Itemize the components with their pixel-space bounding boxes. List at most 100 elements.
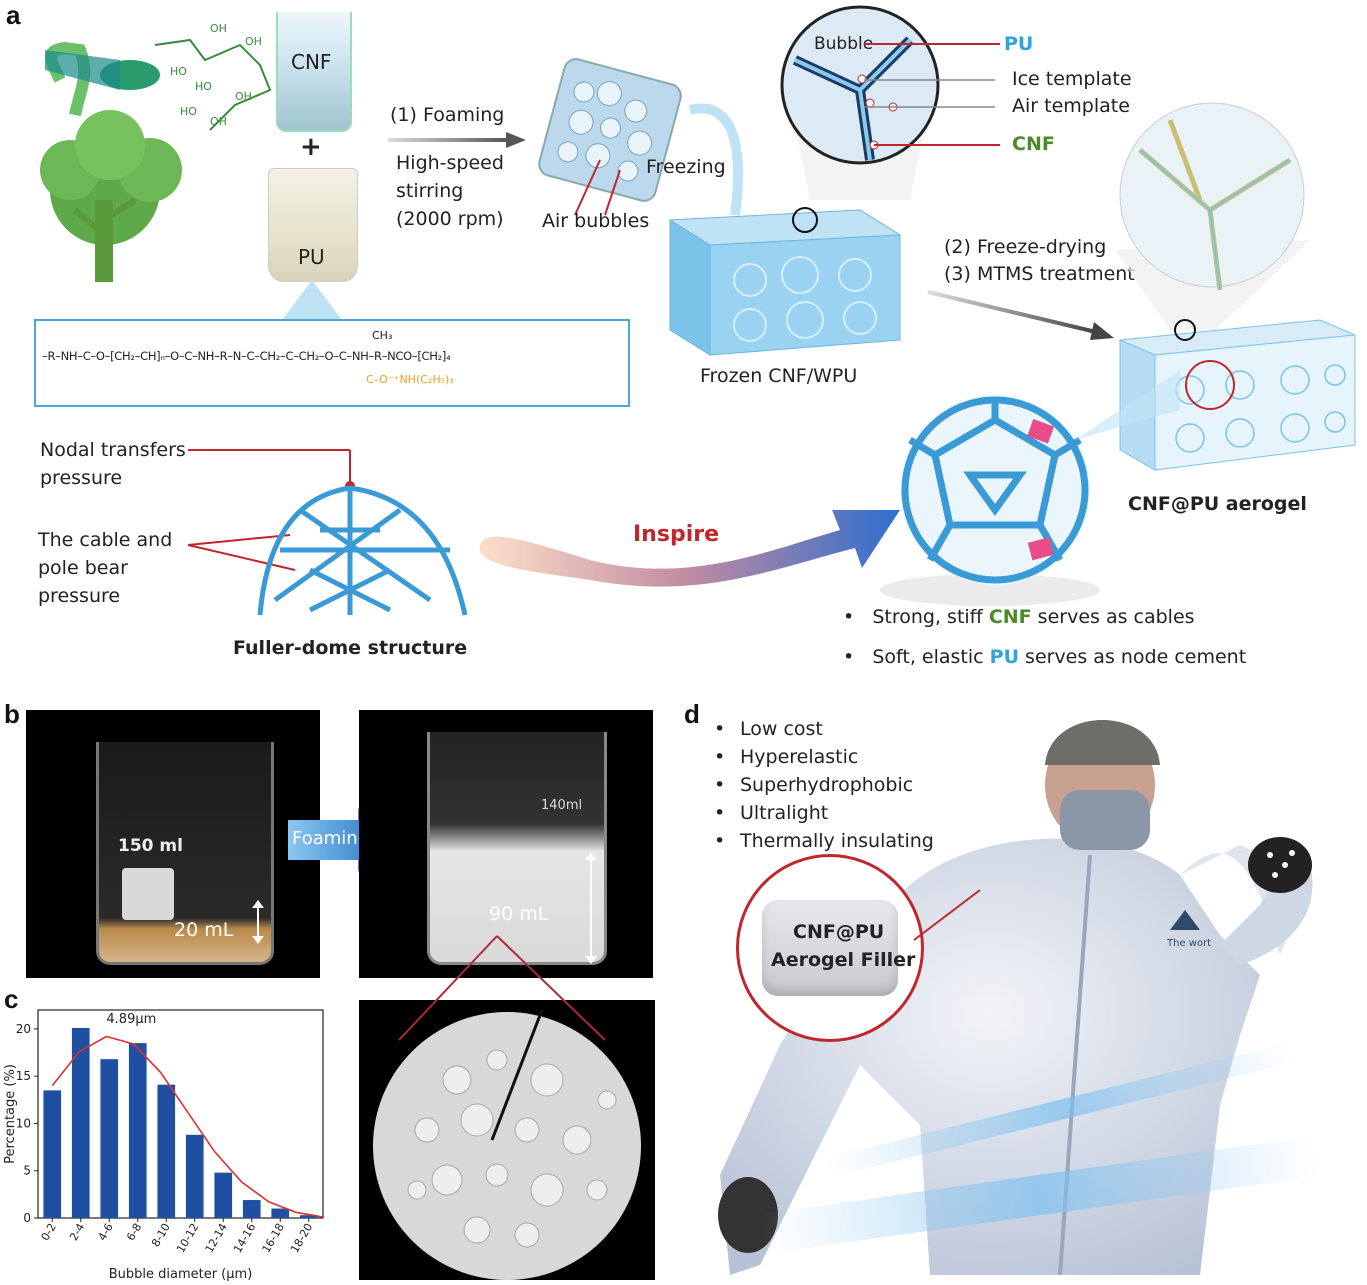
step3-label: (3) MTMS treatment [944, 263, 1135, 285]
fuller-label: Fuller-dome structure [233, 637, 468, 659]
pu-beaker-label: PU [298, 245, 325, 269]
bullet-cnf: • Strong, stiff CNF serves as cables [843, 606, 1195, 628]
beaker-after [427, 732, 607, 965]
vol-before-arrow [252, 900, 264, 944]
svg-text:OH: OH [245, 35, 262, 48]
sphere-zoom-cone [1075, 370, 1180, 440]
inspire-label: Inspire [633, 522, 720, 547]
frozen-label: Frozen CNF/WPU [700, 365, 858, 387]
y-axis-label: Percentage (%) [3, 1064, 18, 1164]
legend-pu: PU [1004, 33, 1034, 55]
pu-formula-main: –R–NH–C–O–[CH₂–CH]ₙ–O–C–NH–R–N–C–CH₂–C–C… [42, 349, 451, 363]
nodal-line1: Nodal transfers [40, 439, 186, 461]
x-tick-label: 18-20 [288, 1221, 315, 1255]
filler-line1: CNF@PU [793, 921, 885, 943]
x-tick-label: 12-14 [203, 1221, 230, 1255]
tree-illustration [40, 41, 182, 282]
cellulose-chain: OH OH HO HO OH HO OH [154, 22, 272, 131]
svg-text:OH: OH [210, 115, 227, 128]
bullet2-key: PU [989, 646, 1019, 668]
bar [43, 1090, 62, 1218]
svg-text:HO: HO [170, 65, 187, 78]
cnf-beaker [276, 12, 352, 132]
bar [157, 1084, 176, 1218]
aerogel-label: CNF@PU aerogel [1128, 493, 1307, 515]
bullet1-key: CNF [988, 606, 1032, 628]
fuller-dome [187, 449, 468, 616]
plus-sign: + [300, 132, 322, 162]
freezing-label: Freezing [646, 156, 726, 178]
feature-item: Low cost [714, 715, 934, 743]
bar [128, 1043, 147, 1218]
bullet2-pre: Soft, elastic [872, 646, 990, 668]
plot-frame [37, 1009, 324, 1219]
x-tick-label: 4-6 [96, 1221, 116, 1243]
vol-before: 20 mL [174, 919, 234, 941]
bar [100, 1059, 119, 1218]
x-tick-label: 8-10 [149, 1221, 173, 1249]
bullet1-post: serves as cables [1031, 606, 1195, 628]
step23-arrow [927, 290, 1114, 340]
beaker-before-vol: 150 ml [118, 836, 183, 856]
jacket-brand: The wort [1167, 938, 1212, 949]
air-bubbles-label: Air bubbles [542, 210, 650, 232]
features-list: Low cost Hyperelastic Superhydrophobic U… [714, 715, 934, 855]
bar [214, 1172, 233, 1218]
panel-label-a: a [6, 0, 21, 30]
panel-label-c: c [4, 984, 19, 1014]
filler-line2: Aerogel Filler [771, 949, 916, 971]
aerogel-filler-inset: CNF@PU Aerogel Filler [736, 854, 924, 1042]
svg-text:OH: OH [235, 90, 252, 103]
bar [271, 1208, 290, 1218]
x-tick-label: 6-8 [124, 1221, 144, 1243]
step2-label: (2) Freeze-drying [944, 236, 1107, 258]
legend-cnf: CNF [1012, 133, 1055, 155]
stirring-line3: (2000 rpm) [396, 208, 504, 230]
pu-formula-box: –R–NH–C–O–[CH₂–CH]ₙ–O–C–NH–R–N–C–CH₂–C–C… [34, 319, 630, 407]
feature-item: Thermally insulating [714, 827, 934, 855]
feature-item: Superhydrophobic [714, 771, 934, 799]
frozen-block [668, 207, 902, 356]
aerogel-zoom [1115, 102, 1310, 330]
fit-peak-label: 4.89μm [106, 1012, 156, 1027]
pu-formula-side-bottom: C–O⁻⁺NH(C₂H₅)₃ [366, 373, 454, 386]
x-tick-label: 14-16 [231, 1221, 258, 1255]
vol-after-arrow [585, 852, 597, 964]
bullet-pu: • Soft, elastic PU serves as node cement [843, 646, 1246, 668]
y-tick-label: 5 [23, 1164, 31, 1178]
bar [242, 1200, 261, 1218]
cable-line3: pressure [38, 585, 121, 607]
y-tick-label: 15 [16, 1069, 31, 1083]
cable-line2: pole bear [38, 557, 128, 579]
step1-label: (1) Foaming [390, 104, 505, 126]
microscope-image [359, 935, 655, 1280]
beaker-after-vol: 140ml [541, 798, 583, 813]
foaming-label: Foaming [292, 828, 370, 849]
bubble-label: Bubble [814, 34, 874, 54]
x-tick-label: 2-4 [67, 1221, 87, 1243]
x-tick-label: 10-12 [174, 1221, 201, 1255]
fit-curve [51, 1035, 324, 1218]
cable-line1: The cable and [38, 529, 173, 551]
bubble-zoom [780, 5, 940, 200]
legend-ice: Ice template [1012, 68, 1132, 90]
y-tick-label: 0 [23, 1211, 31, 1225]
bullet-dot: • [843, 606, 855, 628]
stirring-line1: High-speed [396, 152, 504, 174]
inspire-arrow [479, 510, 900, 587]
photo-after-foaming: 140ml 90 mL [359, 710, 653, 978]
geodesic-sphere [880, 395, 1100, 606]
beaker-before [96, 742, 274, 965]
filler-leader [913, 889, 981, 941]
bar [299, 1215, 318, 1218]
svg-text:OH: OH [210, 22, 227, 35]
bullet2-post: serves as node cement [1019, 646, 1247, 668]
bullet-dot: • [843, 646, 855, 668]
stirring-line2: stirring [396, 180, 464, 202]
feature-item: Hyperelastic [714, 743, 934, 771]
pu-callout [282, 280, 342, 320]
x-axis-label: Bubble diameter (μm) [109, 1267, 253, 1282]
pu-beaker [268, 168, 358, 282]
legend-leaders [864, 43, 1000, 146]
